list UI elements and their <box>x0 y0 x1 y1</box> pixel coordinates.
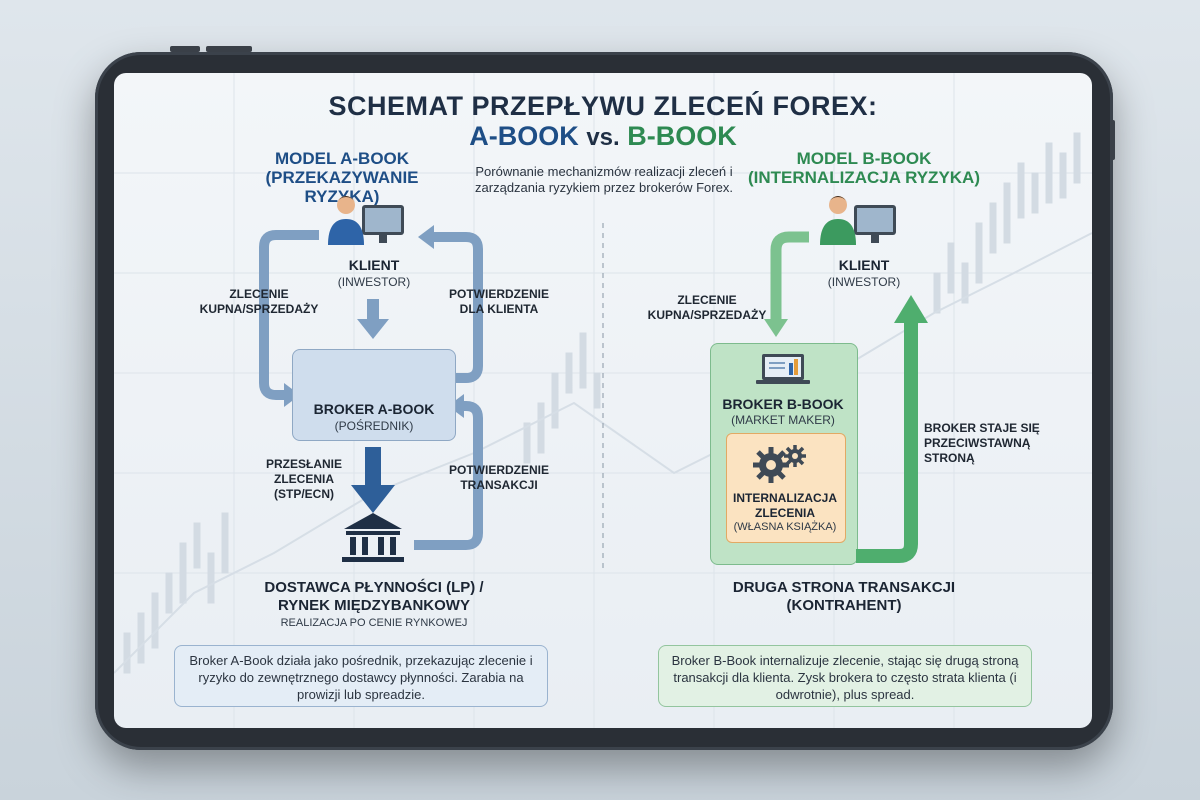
lp-title-line2: RYNEK MIĘDZYBANKOWY <box>278 597 470 614</box>
arrow-order-b-head <box>764 319 788 337</box>
info-a-text: Broker A-Book działa jako pośrednik, prz… <box>189 653 533 702</box>
person-at-computer-icon <box>820 196 896 245</box>
arrow-order-b <box>770 231 809 321</box>
lp-subtitle: REALIZACJA PO CENIE RYNKOWEJ <box>280 617 468 629</box>
model-b-title: MODEL B-BOOK <box>796 149 932 168</box>
page-title-line2: A-BOOK vs. B-BOOK <box>114 121 1092 152</box>
page-title: SCHEMAT PRZEPŁYWU ZLECEŃ FOREX: <box>328 91 878 121</box>
person-at-computer-icon <box>328 196 404 245</box>
arrow-counterparty-head <box>894 295 928 323</box>
broker-a-box <box>292 349 456 441</box>
tablet-button <box>1110 120 1115 160</box>
client-a-title: KLIENT <box>348 257 400 273</box>
info-box-b: Broker B-Book internalizuje zlecenie, st… <box>658 645 1032 707</box>
laptop-chart-icon <box>756 354 810 384</box>
internalization-title: INTERNALIZACJA ZLECENIA <box>733 491 837 520</box>
label-order-b: ZLECENIE KUPNA/SPRZEDAŻY <box>647 293 767 322</box>
arrow-confirm-client-head <box>418 225 434 249</box>
label-order-a: ZLECENIE KUPNA/SPRZEDAŻY <box>199 287 319 316</box>
model-a-header: MODEL A-BOOK (PRZEKAZYWANIE RYZYKA) <box>232 149 452 206</box>
screen: SCHEMAT PRZEPŁYWU ZLECEŃ FOREX: A-BOOK v… <box>114 73 1092 728</box>
model-b-subtitle: (INTERNALIZACJA RYZYKA) <box>747 168 980 187</box>
label-forward-stp-ecn: PRZESŁANIE ZLECENIA (STP/ECN) <box>265 457 342 501</box>
arrow-order-loop <box>259 230 319 400</box>
arrow-forward-shaft <box>365 447 381 487</box>
broker-b-subtitle: (MARKET MAKER) <box>731 413 835 427</box>
label-confirm-client: POTWIERDZENIE DLA KLIENTA <box>448 287 549 316</box>
broker-b-title: BROKER B-BOOK <box>722 396 844 412</box>
other-side-line2: (KONTRAHENT) <box>786 597 902 614</box>
info-b-text: Broker B-Book internalizuje zlecenie, st… <box>671 653 1019 702</box>
gears-icon <box>753 445 806 483</box>
other-side-title: DRUGA STRONA TRANSAKCJI (KONTRAHENT) <box>714 579 974 615</box>
arrow-client-broker-shaft <box>367 299 379 321</box>
broker-a-subtitle: (POŚREDNIK) <box>334 419 414 433</box>
tablet-button <box>170 46 200 52</box>
model-a-subtitle: (PRZEKAZYWANIE RYZYKA) <box>265 168 419 206</box>
title-a-book: A-BOOK <box>469 121 579 151</box>
client-a-subtitle: (INWESTOR) <box>337 275 411 289</box>
label-confirm-transaction: POTWIERDZENIE TRANSAKCJI <box>448 463 549 492</box>
broker-a-title: BROKER A-BOOK <box>313 401 435 417</box>
client-b-title: KLIENT <box>838 257 890 273</box>
label-broker-counterparty: BROKER STAJE SIĘ PRZECIWSTAWNĄ STRONĄ <box>924 421 1040 465</box>
arrow-forward-head <box>351 485 395 513</box>
subtitle: Porównanie mechanizmów realizacji zleceń… <box>475 164 733 195</box>
title-vs: vs. <box>586 124 620 151</box>
model-b-header: MODEL B-BOOK (INTERNALIZACJA RYZYKA) <box>744 149 984 187</box>
title-b-book: B-BOOK <box>627 121 737 151</box>
info-box-a: Broker A-Book działa jako pośrednik, prz… <box>174 645 548 707</box>
internalization-subtitle: (WŁASNA KSIĄŻKA) <box>733 521 837 533</box>
bank-icon <box>342 513 404 562</box>
internalization-box <box>726 433 846 543</box>
other-side-line1: DRUGA STRONA TRANSAKCJI <box>732 579 956 596</box>
lp-title-line1: DOSTAWCA PŁYNNOŚCI (LP) / <box>264 579 484 596</box>
arrow-confirm-tx-loop <box>414 401 483 550</box>
arrow-confirm-client-loop <box>432 232 483 383</box>
tablet-button <box>206 46 252 52</box>
client-b-subtitle: (INWESTOR) <box>827 275 901 289</box>
arrow-client-broker-head <box>357 319 389 339</box>
arrow-confirm-tx-head <box>448 394 464 418</box>
arrow-counterparty <box>856 319 918 563</box>
model-b-flow-diagram <box>753 196 928 563</box>
model-a-title: MODEL A-BOOK <box>274 149 410 168</box>
lp-title: DOSTAWCA PŁYNNOŚCI (LP) / RYNEK MIĘDZYBA… <box>224 579 524 615</box>
